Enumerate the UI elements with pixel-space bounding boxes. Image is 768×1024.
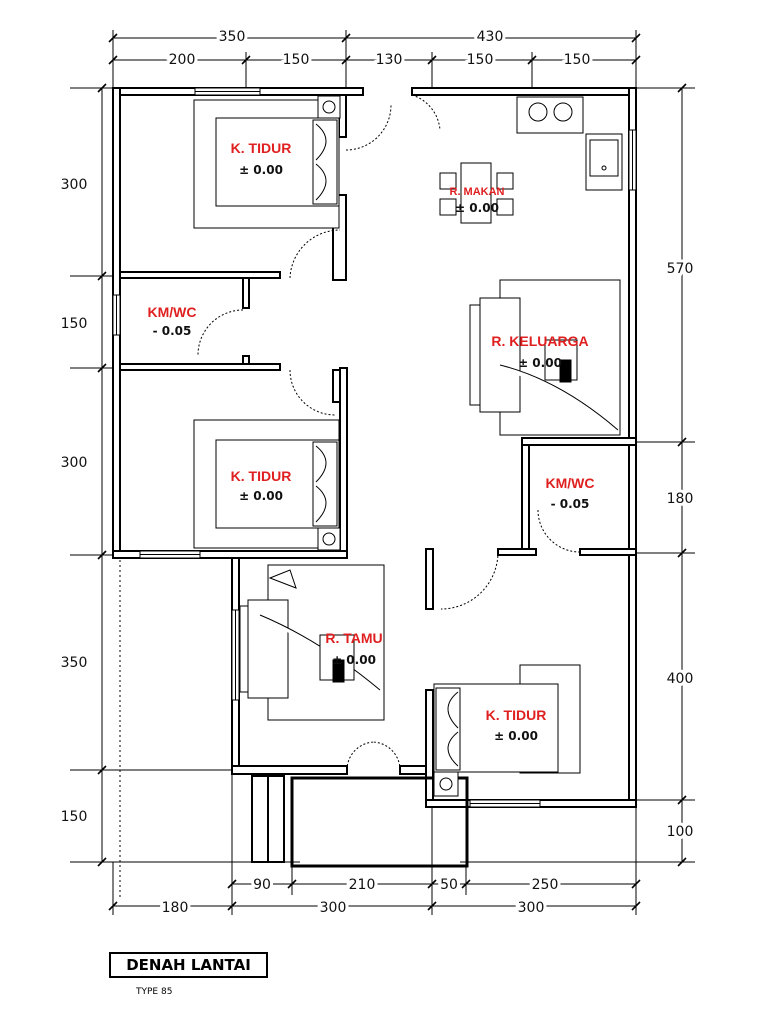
dim-left-2: 150	[61, 316, 88, 332]
dim-right-4: 100	[667, 824, 694, 840]
dim-right-1: 570	[667, 261, 694, 277]
family-level: ± 0.00	[518, 356, 562, 370]
bedroom2-name: K. TIDUR	[231, 468, 292, 484]
bedroom1-name: K. TIDUR	[231, 140, 292, 156]
windows	[112, 87, 637, 808]
living-sofa	[247, 599, 289, 699]
drawing-title: DENAH LANTAI	[109, 952, 268, 978]
dim-left-5: 150	[61, 809, 88, 825]
wc1-level: - 0.05	[153, 324, 192, 338]
dim-top-inner-5: 150	[564, 52, 591, 68]
living-name: R. TAMU	[325, 630, 382, 646]
wc2-level: - 0.05	[551, 497, 590, 511]
family-sofa	[479, 297, 521, 413]
dining-table	[460, 162, 492, 224]
dim-bottom-outer-3: 300	[518, 900, 545, 916]
dim-bottom-inner-1: 90	[253, 877, 271, 893]
dim-right-2: 180	[667, 491, 694, 507]
dim-left-3: 300	[61, 455, 88, 471]
bedroom1-level: ± 0.00	[239, 163, 283, 177]
dim-bottom-inner-3: 50	[440, 877, 458, 893]
bedroom2-level: ± 0.00	[239, 489, 283, 503]
living-level: ± 0.00	[332, 653, 376, 667]
wc1-name: KM/WC	[148, 304, 197, 320]
dim-top-outer-2: 430	[477, 29, 504, 45]
doors	[197, 94, 581, 771]
wc2-name: KM/WC	[546, 475, 595, 491]
dim-top-outer-1: 350	[219, 29, 246, 45]
dim-left-1: 300	[61, 177, 88, 193]
dim-bottom-outer-1: 180	[162, 900, 189, 916]
dim-right-3: 400	[667, 671, 694, 687]
dim-top-inner-1: 200	[169, 52, 196, 68]
bedroom3-level: ± 0.00	[494, 729, 538, 743]
dining-name: R. MAKAN	[450, 186, 505, 198]
dim-bottom-inner-2: 210	[349, 877, 376, 893]
family-name: R. KELUARGA	[491, 333, 588, 349]
dim-top-inner-4: 150	[467, 52, 494, 68]
bedroom3-name: K. TIDUR	[486, 707, 547, 723]
furniture	[193, 95, 623, 797]
dim-bottom-inner-4: 250	[532, 877, 559, 893]
dim-bottom-outer-2: 300	[320, 900, 347, 916]
dim-top-inner-3: 130	[376, 52, 403, 68]
living-plant	[268, 569, 297, 589]
stove	[516, 96, 584, 134]
dim-left-4: 350	[61, 655, 88, 671]
drawing-subtitle: TYPE 85	[136, 987, 173, 997]
dimension-ticks	[97, 33, 687, 911]
dim-top-inner-2: 150	[283, 52, 310, 68]
dining-level: ± 0.00	[455, 201, 499, 215]
